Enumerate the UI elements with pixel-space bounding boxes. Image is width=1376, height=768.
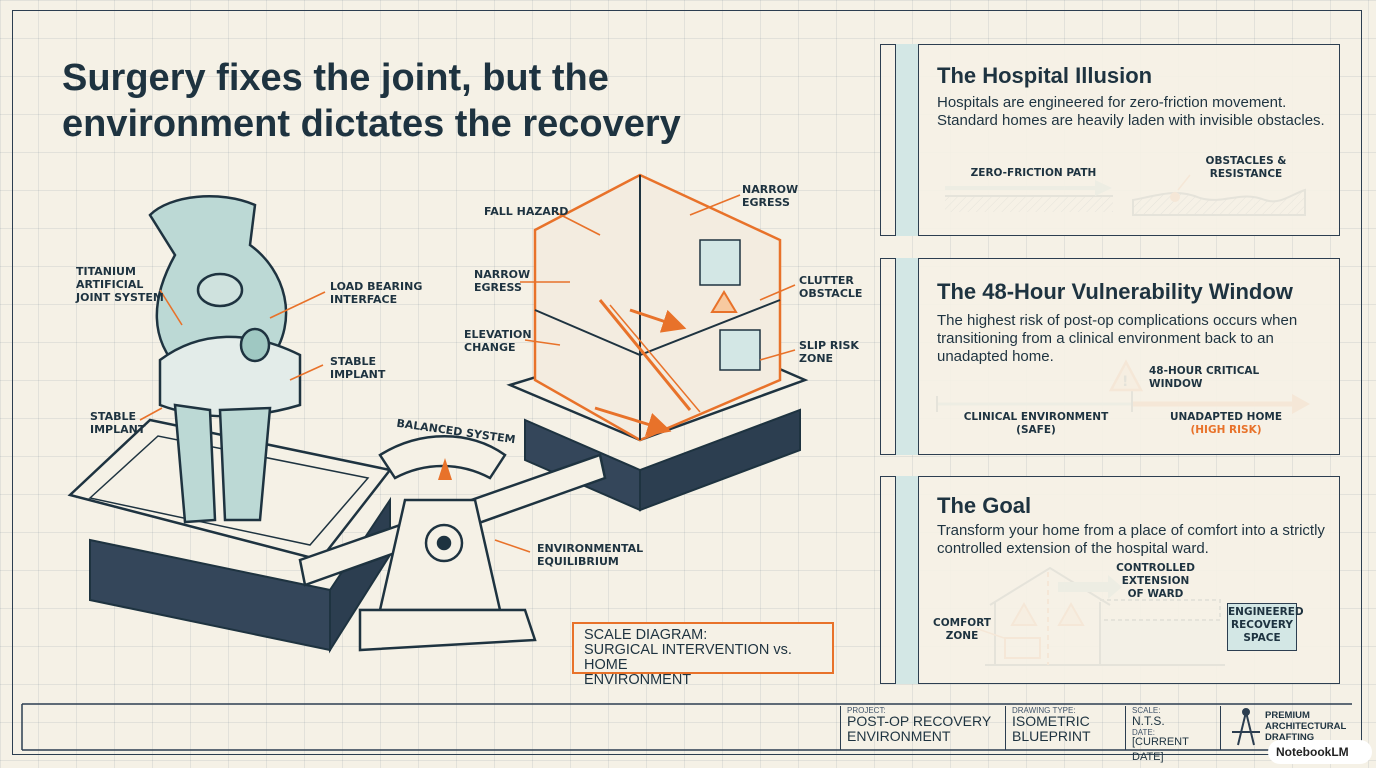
isometric-house xyxy=(533,173,782,442)
panel-heading: The 48-Hour Vulnerability Window xyxy=(937,279,1293,304)
notebooklm-badge: NotebookLM xyxy=(1268,740,1372,764)
panel-heading: The Goal xyxy=(937,493,1032,518)
label-environmental-equilibrium: ENVIRONMENTAL EQUILIBRIUM xyxy=(537,542,644,568)
scale-diagram-box: SCALE DIAGRAM: SURGICAL INTERVENTION vs.… xyxy=(572,622,834,688)
scale-box-line3: ENVIRONMENT xyxy=(584,672,692,688)
title-block-scale: SCALE: N.T.S. DATE: [CURRENT DATE] xyxy=(1125,706,1221,763)
label-fall-hazard: FALL HAZARD xyxy=(484,205,569,218)
panel-strip xyxy=(895,44,919,236)
panel-body: Hospitals are engineered for zero-fricti… xyxy=(937,94,1325,129)
scale-caption: SCALE: xyxy=(1132,706,1161,715)
label-stable-implant-left: STABLE IMPLANT xyxy=(90,410,146,436)
label-stable-implant-right: STABLE IMPLANT xyxy=(330,355,386,381)
balance-scale xyxy=(298,435,607,652)
clinical-caption: CLINICAL ENVIRONMENT (SAFE) xyxy=(963,411,1109,436)
title-block-lines xyxy=(21,703,1352,751)
panel-heading: The Hospital Illusion xyxy=(937,63,1153,88)
date-value: [CURRENT DATE] xyxy=(1132,736,1189,763)
panel-strip xyxy=(895,258,919,455)
project-value: POST-OP RECOVERY ENVIRONMENT xyxy=(847,713,992,744)
firm-logo-icon xyxy=(1232,708,1260,746)
label-slip-risk-zone: SLIP RISK ZONE xyxy=(799,339,859,365)
project-caption: PROJECT: xyxy=(847,706,886,715)
zero-friction-caption: ZERO-FRICTION PATH xyxy=(970,167,1097,179)
panel-goal: The Goal Transform your home from a plac… xyxy=(880,476,1340,684)
critical-window-caption: 48-HOUR CRITICAL WINDOW xyxy=(1149,365,1260,390)
panel-body: Transform your home from a place of comf… xyxy=(937,522,1325,557)
panel-hospital-illusion: The Hospital Illusion Hospitals are engi… xyxy=(880,44,1340,236)
date-caption: DATE: xyxy=(1132,728,1155,737)
leader-lines xyxy=(139,194,796,553)
engineered-space-badge: ENGINEERED RECOVERY SPACE xyxy=(1227,603,1304,651)
label-narrow-egress-left: NARROW EGRESS xyxy=(474,268,531,294)
type-caption: DRAWING TYPE: xyxy=(1012,706,1076,715)
unadapted-caption: UNADAPTED HOME xyxy=(1169,411,1283,423)
scale-box-line1: SCALE DIAGRAM: xyxy=(584,627,708,643)
page-title: Surgery fixes the joint, but the environ… xyxy=(62,57,681,145)
drawing-frame xyxy=(12,10,1362,755)
title-block-type: DRAWING TYPE: ISOMETRIC BLUEPRINT xyxy=(1005,706,1126,750)
scale-value: N.T.S. xyxy=(1132,714,1165,728)
label-load-bearing: LOAD BEARING INTERFACE xyxy=(330,280,423,306)
label-narrow-egress-top: NARROW EGRESS xyxy=(742,183,799,209)
knee-joint xyxy=(148,195,302,524)
type-value: ISOMETRIC BLUEPRINT xyxy=(1012,713,1091,744)
controlled-extension-caption: CONTROLLED EXTENSION OF WARD xyxy=(1116,562,1195,600)
firm-name: PREMIUM ARCHITECTURAL DRAFTING xyxy=(1265,710,1347,743)
label-elevation-change: ELEVATION CHANGE xyxy=(464,328,532,354)
obstacles-caption: OBSTACLES & RESISTANCE xyxy=(1205,155,1287,180)
scale-box-line2: SURGICAL INTERVENTION vs. HOME xyxy=(584,642,792,673)
panel-body: The highest risk of post-op complication… xyxy=(937,312,1298,365)
panel-vulnerability-window: The 48-Hour Vulnerability Window The hig… xyxy=(880,258,1340,455)
title-block-firm: PREMIUM ARCHITECTURAL DRAFTING xyxy=(1220,706,1353,750)
label-titanium: TITANIUM ARTIFICIAL JOINT SYSTEM xyxy=(76,265,164,304)
comfort-zone-caption: COMFORT ZONE xyxy=(933,617,991,642)
high-risk-caption: (HIGH RISK) xyxy=(1190,424,1262,436)
title-block-project: PROJECT: POST-OP RECOVERY ENVIRONMENT xyxy=(840,706,1006,750)
label-clutter-obstacle: CLUTTER OBSTACLE xyxy=(799,274,863,300)
panel-strip xyxy=(895,476,919,684)
